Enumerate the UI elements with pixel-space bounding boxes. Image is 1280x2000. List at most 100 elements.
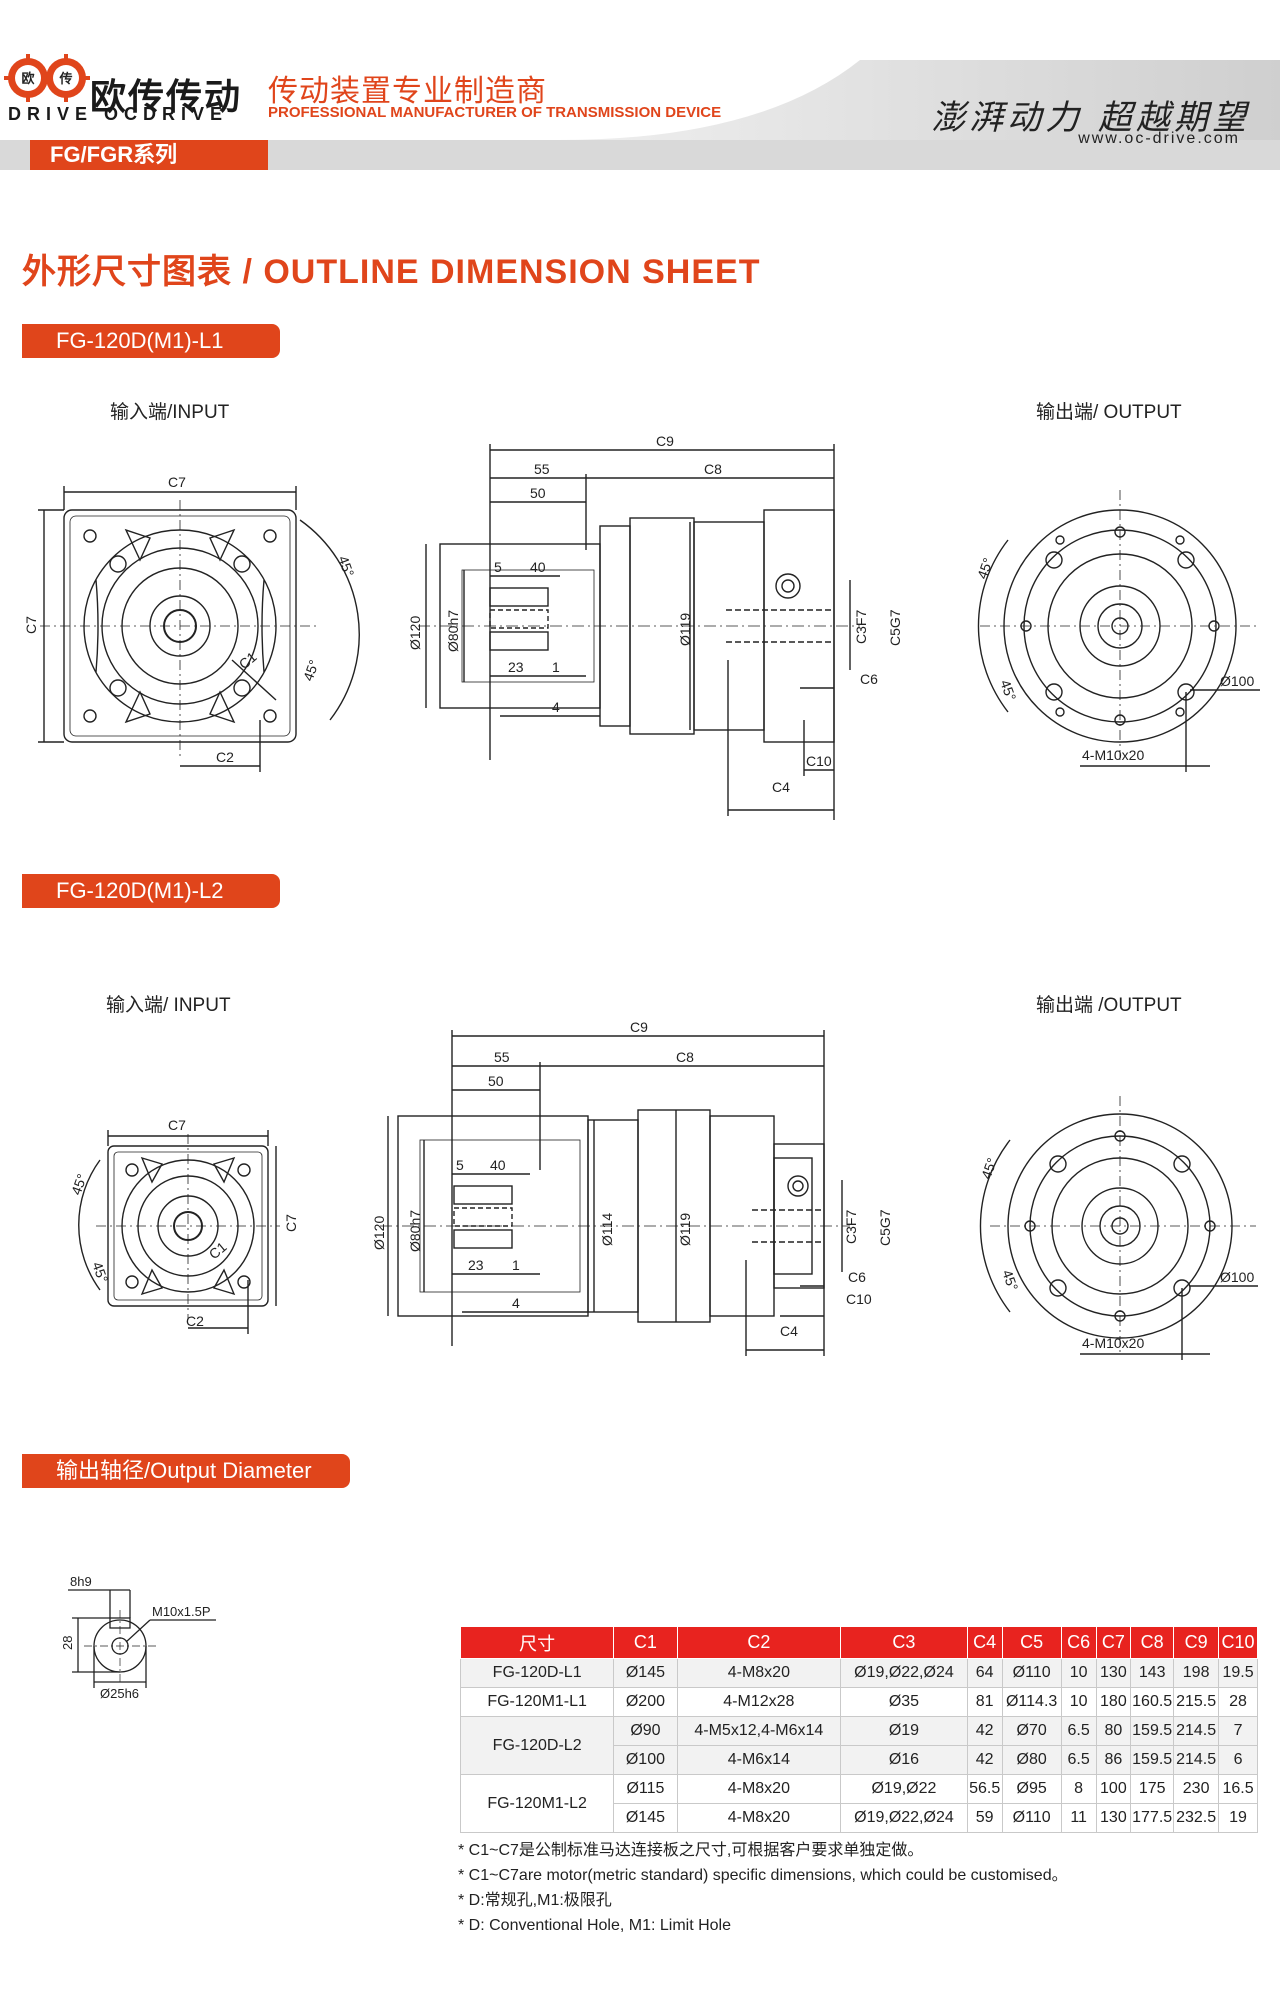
sheet-title: 外形尺寸图表 / OUTLINE DIMENSION SHEET	[22, 253, 761, 291]
od-shaft: Ø25h6	[100, 1686, 139, 1701]
table-header-row: 尺寸 C1 C2 C3 C4 C5 C6 C7 C8 C9 C10	[459, 1626, 1258, 1659]
dim-phi80-l1: Ø80h7	[445, 610, 461, 652]
cell: 215.5	[1173, 1687, 1220, 1717]
dim-c1-l1: C1	[236, 648, 260, 672]
motto: 澎湃动力 超越期望	[931, 98, 1250, 138]
th-c1: C1	[613, 1626, 678, 1659]
th-c8: C8	[1130, 1626, 1175, 1659]
output-diameter-tag: 输出轴径/Output Diameter	[22, 1454, 350, 1488]
output-flange-view-l2	[979, 1096, 1258, 1360]
cell: Ø145	[613, 1658, 678, 1688]
dim-45-a-l2: 45°	[68, 1172, 90, 1197]
cell: 4-M12x28	[676, 1687, 842, 1717]
od-thread: M10x1.5P	[152, 1604, 211, 1619]
dim-c7-top-l2: C7	[168, 1117, 186, 1133]
dim-1-l2: 1	[512, 1257, 520, 1273]
cell: 80	[1095, 1716, 1132, 1746]
th-c10: C10	[1218, 1626, 1258, 1659]
model-tag-l1: FG-120D(M1)-L1	[22, 324, 280, 358]
dim-phi80-l2: Ø80h7	[407, 1210, 423, 1252]
output-diameter-drawing: 8h9 28 M10x1.5P Ø25h6	[60, 1574, 216, 1701]
dim-c6-l2: C6	[848, 1269, 866, 1285]
cell: 4-M8x20	[676, 1658, 842, 1688]
dim-c4-l2: C4	[780, 1323, 798, 1339]
cell-model: FG-120M1-L2	[459, 1774, 615, 1833]
dim-holes-l2: 4-M10x20	[1082, 1335, 1144, 1351]
cell: 4-M5x12,4-M6x14	[676, 1716, 842, 1746]
table-row: FG-120D-L1 Ø145 4-M8x20 Ø19,Ø22,Ø24 64 Ø…	[459, 1658, 1258, 1688]
cell: 42	[966, 1716, 1003, 1746]
cell: 214.5	[1173, 1745, 1220, 1775]
table-row: Ø145 4-M8x20 Ø19,Ø22,Ø24 59 Ø110 11 130 …	[461, 1803, 1258, 1833]
cell: 59	[966, 1803, 1003, 1833]
cell: Ø19,Ø22,Ø24	[840, 1658, 968, 1688]
cell: 180	[1095, 1687, 1132, 1717]
cell: 230	[1173, 1774, 1220, 1804]
dim-c9-l2: C9	[630, 1019, 648, 1035]
dim-phi100-l1: Ø100	[1220, 673, 1254, 689]
slogan-en: PROFESSIONAL MANUFACTURER OF TRANSMISSIO…	[268, 104, 722, 121]
table-row: FG-120M1-L1 Ø200 4-M12x28 Ø35 81 Ø114.3 …	[459, 1687, 1258, 1717]
cell: 7	[1218, 1716, 1258, 1746]
dim-phi120-l2: Ø120	[371, 1216, 387, 1250]
dim-5-l2: 5	[456, 1157, 464, 1173]
table-row: Ø100 4-M6x14 Ø16 42 Ø80 6.5 86 159.5 214…	[461, 1745, 1258, 1775]
cell-model: FG-120D-L1	[459, 1658, 615, 1688]
cell: Ø114.3	[1001, 1687, 1062, 1717]
cell: 177.5	[1130, 1803, 1175, 1833]
dim-1-l1: 1	[552, 659, 560, 675]
output-label-l2: 输出端 /OUTPUT	[1036, 995, 1182, 1016]
spec-table: 尺寸 C1 C2 C3 C4 C5 C6 C7 C8 C9 C10 FG-120…	[459, 1626, 1258, 1833]
cell: 159.5	[1130, 1716, 1175, 1746]
cell: 56.5	[966, 1774, 1003, 1804]
dim-phi100-l2: Ø100	[1220, 1269, 1254, 1285]
series-tab: FG/FGR系列	[30, 140, 268, 170]
cell: 4-M8x20	[676, 1803, 842, 1833]
th-c5: C5	[1001, 1626, 1062, 1659]
th-c2: C2	[676, 1626, 842, 1659]
cell: 6.5	[1060, 1745, 1097, 1775]
cell: 175	[1130, 1774, 1175, 1804]
dim-c5g7-l2: C5G7	[877, 1209, 893, 1246]
dim-50-l1: 50	[530, 485, 546, 501]
cell: 10	[1060, 1658, 1097, 1688]
model-tag-l2: FG-120D(M1)-L2	[22, 874, 280, 908]
dim-55-l2: 55	[494, 1049, 510, 1065]
cell: 130	[1095, 1803, 1132, 1833]
dim-50-l2: 50	[488, 1073, 504, 1089]
cell: Ø115	[613, 1774, 678, 1804]
output-flange-view-l1	[977, 490, 1260, 772]
dim-c8-l1: C8	[704, 461, 722, 477]
dim-45-b-l1: 45°	[300, 658, 322, 683]
dim-45-d-l1: 45°	[997, 678, 1019, 703]
cell: 100	[1095, 1774, 1132, 1804]
cell-model: FG-120D-L2	[459, 1716, 615, 1775]
dim-45-c-l2: 45°	[978, 1156, 1000, 1181]
output-label-l1: 输出端/ OUTPUT	[1036, 402, 1182, 423]
cell: 232.5	[1173, 1803, 1220, 1833]
input-flange-view-l1	[38, 486, 360, 772]
dim-c3f7-l1: C3F7	[853, 610, 869, 644]
cell: Ø95	[1001, 1774, 1062, 1804]
cell: 4-M6x14	[676, 1745, 842, 1775]
cell: Ø19,Ø22	[840, 1774, 968, 1804]
note-line: * C1~C7是公制标准马达连接板之尺寸,可根据客户要求单独定做。	[458, 1842, 924, 1859]
od-key: 8h9	[70, 1574, 92, 1589]
side-view-l2	[380, 1030, 850, 1356]
table-row: FG-120M1-L2 Ø115 4-M8x20 Ø19,Ø22 56.5 Ø9…	[459, 1774, 1258, 1833]
cell: 10	[1060, 1687, 1097, 1717]
side-view-l1	[418, 444, 860, 820]
website-url[interactable]: www.oc-drive.com	[1078, 130, 1240, 147]
cell: 198	[1173, 1658, 1220, 1688]
cell: 4-M8x20	[676, 1774, 842, 1804]
cell: Ø70	[1001, 1716, 1062, 1746]
th-size: 尺寸	[459, 1626, 615, 1659]
cell: 28	[1218, 1687, 1258, 1717]
dim-40-l1: 40	[530, 559, 546, 575]
th-c6: C6	[1060, 1626, 1097, 1659]
th-c9: C9	[1173, 1626, 1220, 1659]
cell: 130	[1095, 1658, 1132, 1688]
cell: 19	[1218, 1803, 1258, 1833]
dim-c5g7-l1: C5G7	[887, 609, 903, 646]
th-c3: C3	[840, 1626, 968, 1659]
